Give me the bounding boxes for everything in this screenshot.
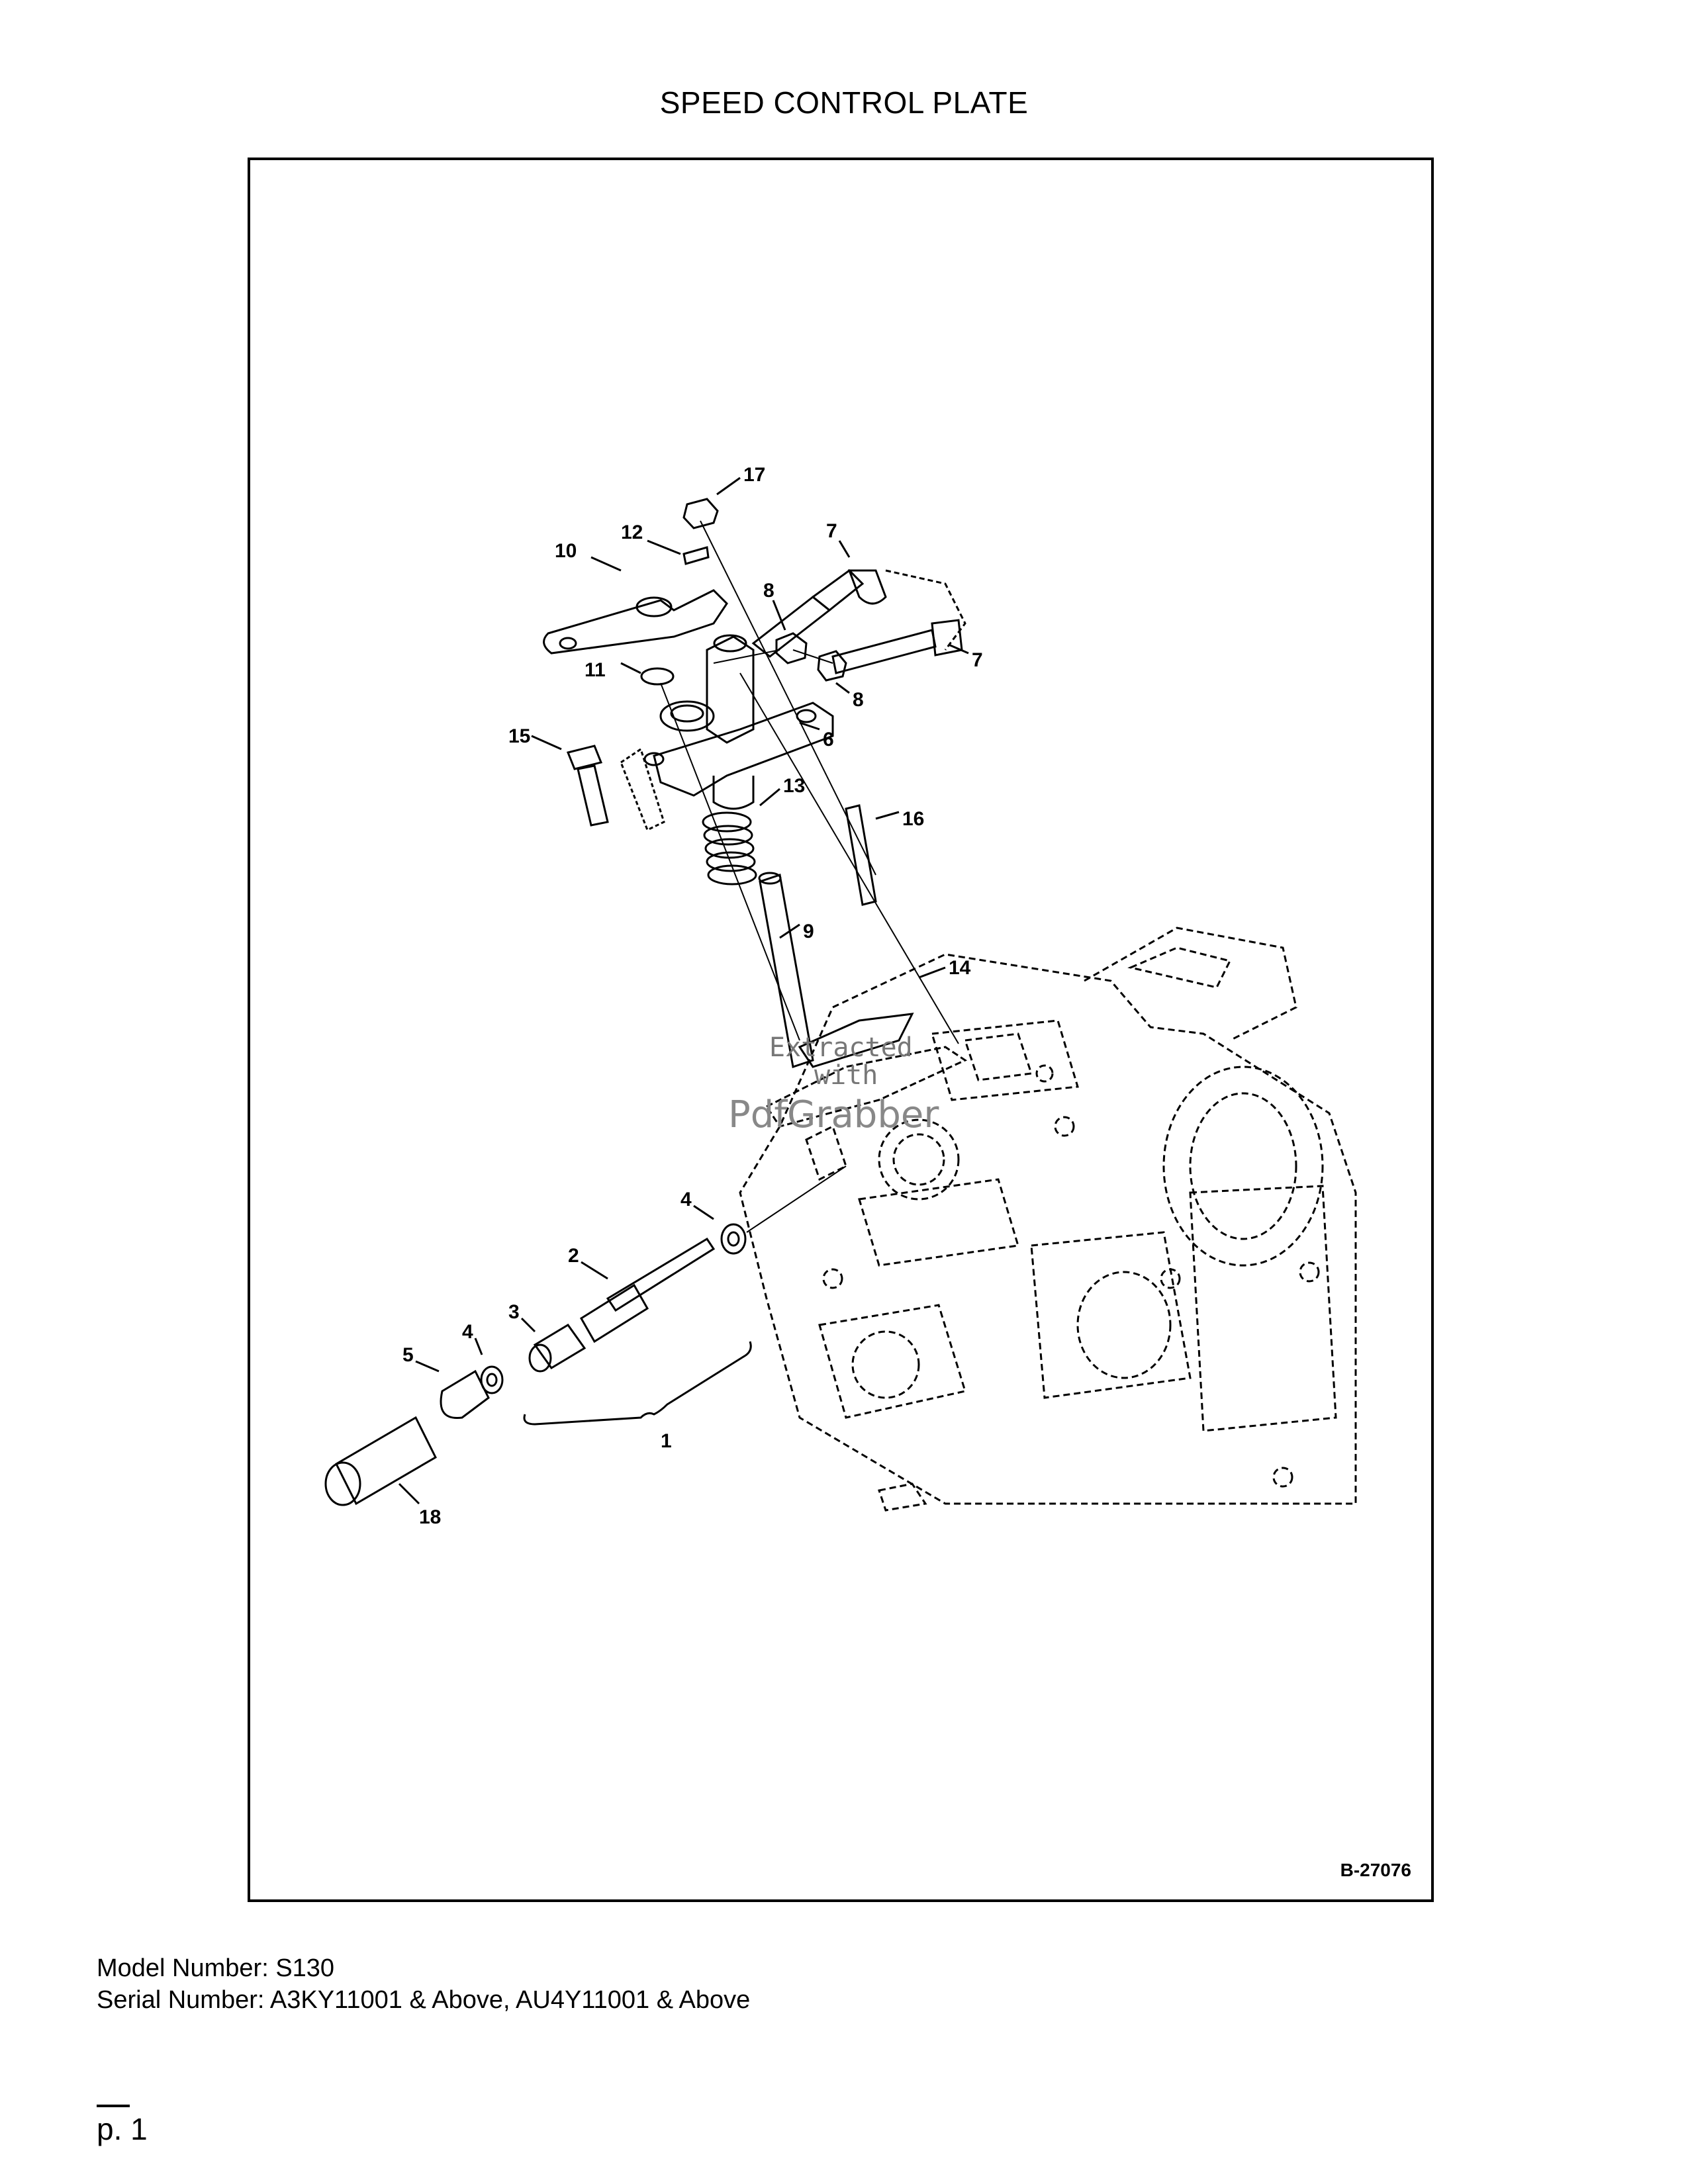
serial-number: Serial Number: A3KY11001 & Above, AU4Y11… bbox=[97, 1986, 751, 2014]
washer-4-lower bbox=[480, 1365, 504, 1394]
cap-5 bbox=[440, 1369, 490, 1419]
control-plate bbox=[643, 634, 834, 810]
nut-8-upper bbox=[775, 632, 808, 664]
callout-12: 12 bbox=[621, 522, 643, 543]
pin-12 bbox=[682, 546, 710, 565]
washer-4-upper bbox=[720, 1223, 747, 1255]
callout-8-lower: 8 bbox=[853, 689, 864, 711]
screw-2 bbox=[606, 1237, 716, 1312]
callout-13: 13 bbox=[783, 775, 805, 797]
diagram-frame: 17 12 10 7 8 8 7 11 6 15 13 16 9 14 4 2 … bbox=[248, 158, 1434, 1902]
callout-16: 16 bbox=[902, 808, 924, 830]
bolt-7-lower bbox=[831, 629, 937, 674]
callout-8-upper: 8 bbox=[763, 580, 774, 602]
bolt-7-upper bbox=[811, 569, 865, 612]
nut-3 bbox=[533, 1324, 586, 1369]
callout-14: 14 bbox=[949, 957, 971, 979]
model-number: Model Number: S130 bbox=[97, 1954, 335, 1982]
washer-11 bbox=[640, 667, 675, 686]
callout-17: 17 bbox=[743, 464, 765, 486]
callout-10: 10 bbox=[555, 540, 577, 562]
watermark-line-3: PdfGrabber bbox=[728, 1093, 939, 1136]
footer-metadata: Model Number: S130 Serial Number: A3KY11… bbox=[97, 1952, 750, 2016]
callout-7-lower: 7 bbox=[972, 649, 983, 671]
nut-8-lower bbox=[817, 650, 847, 682]
engine-block bbox=[739, 927, 1357, 1512]
callout-18: 18 bbox=[419, 1506, 441, 1528]
callout-4-lower: 4 bbox=[462, 1321, 473, 1343]
callout-5: 5 bbox=[402, 1344, 414, 1366]
shaft-9 bbox=[758, 872, 914, 1068]
callout-4-upper: 4 bbox=[680, 1189, 692, 1210]
callout-6: 6 bbox=[823, 729, 834, 751]
gasket-14 bbox=[765, 1046, 968, 1128]
figure-reference: B-27076 bbox=[1340, 1860, 1411, 1880]
lever-10 bbox=[543, 589, 728, 655]
callout-2: 2 bbox=[568, 1245, 579, 1267]
bracket-1 bbox=[523, 1341, 752, 1426]
callout-15: 15 bbox=[508, 725, 530, 747]
watermark-line-1: Extracted bbox=[769, 1032, 913, 1063]
sleeve-18 bbox=[335, 1416, 437, 1506]
callout-3: 3 bbox=[508, 1301, 520, 1323]
page-title: SPEED CONTROL PLATE bbox=[659, 85, 1029, 120]
callout-11: 11 bbox=[585, 659, 606, 681]
callout-7-upper: 7 bbox=[826, 520, 837, 542]
bolt-15 bbox=[566, 745, 665, 832]
exploded-parts-diagram: 17 12 10 7 8 8 7 11 6 15 13 16 9 14 4 2 … bbox=[324, 464, 1357, 1528]
spring-13 bbox=[702, 811, 757, 886]
watermark-line-2: with bbox=[814, 1060, 878, 1091]
nut-17 bbox=[682, 498, 719, 529]
callout-9: 9 bbox=[803, 921, 814, 942]
page-number: p. 1 bbox=[97, 2112, 148, 2146]
page-separator bbox=[97, 2105, 130, 2107]
callout-1: 1 bbox=[661, 1430, 672, 1452]
stud-16 bbox=[845, 804, 877, 906]
